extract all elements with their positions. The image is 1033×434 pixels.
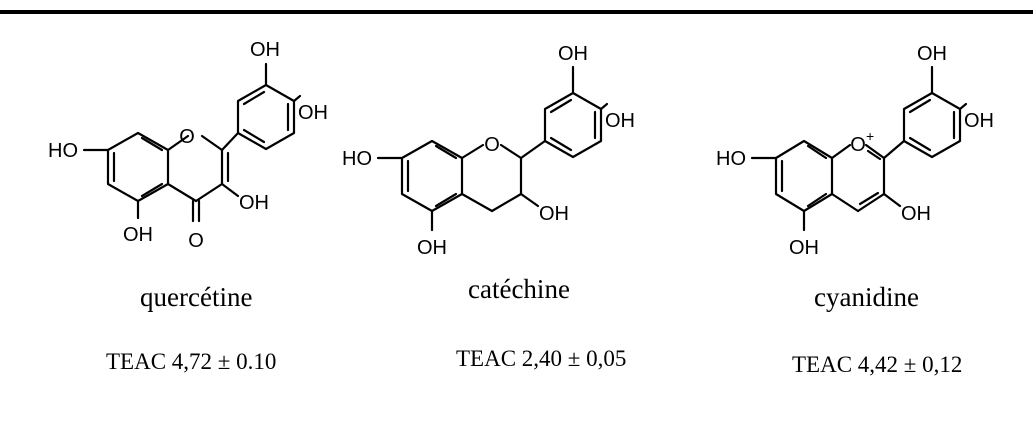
cyanidin-atom-oh4p: OH <box>964 110 994 132</box>
quercetin-atom-oh5: OH <box>123 224 153 246</box>
quercetin-a-ring <box>106 131 170 203</box>
catechin-a-ring <box>400 139 464 213</box>
cyanidin-atom-oh3p: OH <box>917 43 947 65</box>
cyanidin-teac: TEAC 4,42 ± 0,12 <box>792 352 963 377</box>
quercetin-teac: TEAC 4,72 ± 0.10 <box>106 349 277 374</box>
cyanidin-b-ring <box>902 91 962 159</box>
catechin-atom-oh5: OH <box>417 237 447 259</box>
cyanidin-name: cyanidine <box>814 282 919 312</box>
catechin-atom-oh3p: OH <box>558 43 588 65</box>
cyanidin-structure: HO O + OH OH OH OH <box>690 0 1033 275</box>
quercetin-atom-oh3: OH <box>239 192 269 214</box>
catechin-atom-ho7: HO <box>342 148 372 170</box>
quercetin-atom-oh4p: OH <box>298 102 328 124</box>
catechin-structure: HO O OH OH OH OH <box>340 0 680 275</box>
quercetin-name: quercétine <box>140 282 253 312</box>
cyanidin-atom-oh3: OH <box>901 203 931 225</box>
cyanidin-atom-o1: O <box>850 134 866 156</box>
quercetin-atom-oh3p: OH <box>250 39 280 61</box>
quercetin-atom-ho7: HO <box>48 140 78 162</box>
quercetin-b-ring <box>236 83 296 151</box>
catechin-atom-oh4p: OH <box>605 110 635 132</box>
catechin-teac: TEAC 2,40 ± 0,05 <box>456 346 627 371</box>
cyanidin-atom-oh5: OH <box>789 237 819 259</box>
quercetin-atom-o4: O <box>188 230 204 252</box>
catechin-name: catéchine <box>468 274 570 304</box>
catechin-atom-o1: O <box>484 134 500 156</box>
quercetin-atom-o1: O <box>179 126 195 148</box>
catechin-atom-oh3: OH <box>539 203 569 225</box>
cyanidin-a-ring <box>774 139 834 213</box>
cyanidin-atom-ho7: HO <box>716 148 746 170</box>
quercetin-structure: HO O OH O OH OH OH <box>0 0 340 270</box>
cyanidin-charge: + <box>866 128 874 144</box>
top-rule <box>0 10 1033 14</box>
catechin-b-ring <box>543 91 603 159</box>
